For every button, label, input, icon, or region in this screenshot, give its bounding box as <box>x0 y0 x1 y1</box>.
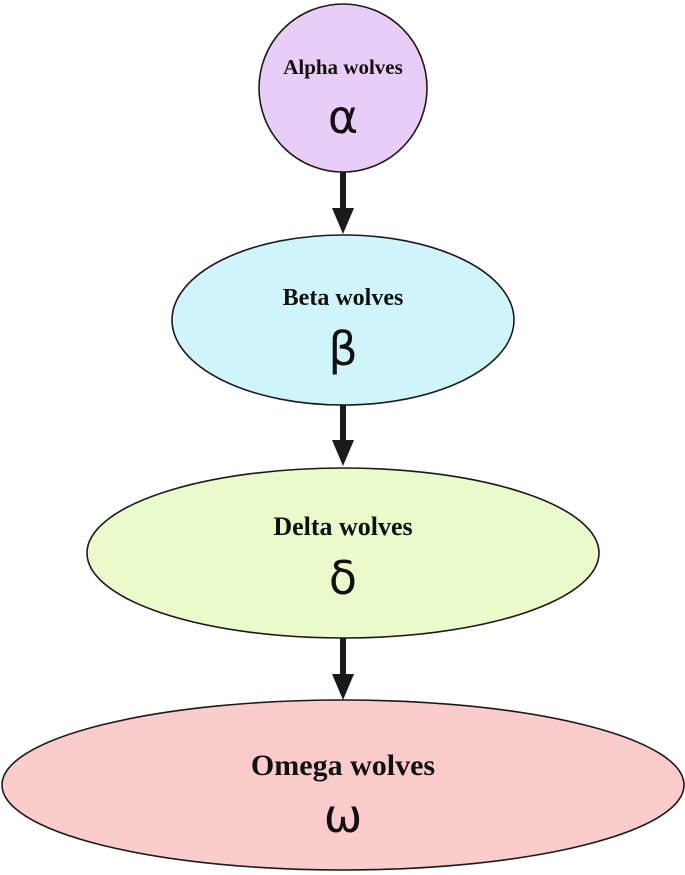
edge-beta-to-delta <box>332 405 354 466</box>
node-omega-shape <box>1 699 685 871</box>
node-delta-shape <box>86 467 600 639</box>
node-omega-label: Omega wolves <box>251 749 435 782</box>
edge-alpha-to-beta <box>332 172 354 234</box>
node-delta-label: Delta wolves <box>273 512 412 541</box>
node-alpha-label: Alpha wolves <box>283 55 403 79</box>
edge-delta-to-omega <box>332 637 354 700</box>
node-beta: Beta wolves β <box>171 234 515 406</box>
node-beta-shape <box>171 234 515 406</box>
node-omega: Omega wolves ω <box>1 699 685 871</box>
node-alpha-symbol: α <box>328 90 358 144</box>
node-delta-symbol: δ <box>329 551 357 605</box>
node-alpha-shape <box>258 3 428 173</box>
node-beta-label: Beta wolves <box>283 285 404 311</box>
node-delta: Delta wolves δ <box>86 467 600 639</box>
node-alpha: Alpha wolves α <box>258 3 428 173</box>
node-beta-symbol: β <box>328 322 357 376</box>
node-omega-symbol: ω <box>324 789 363 843</box>
